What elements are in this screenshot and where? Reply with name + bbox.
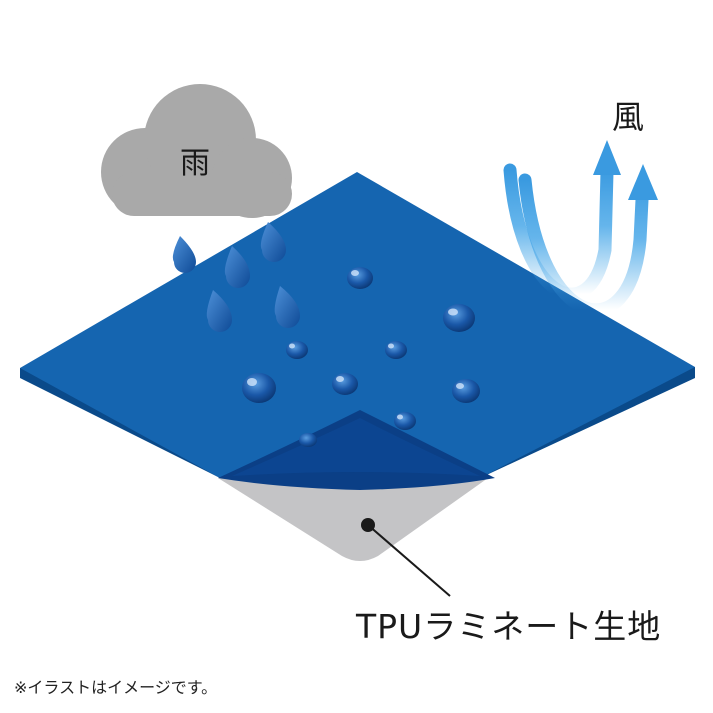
raindrop-icon [206,290,232,332]
tpu-membrane-layer [218,478,488,561]
water-bead [385,341,407,359]
wind-label: 風 [612,98,645,136]
water-beads [242,267,480,447]
water-bead [242,373,276,403]
wind-arrow-icon [518,173,649,317]
water-bead [452,379,480,403]
raindrops [172,222,300,332]
fabric-top-face [20,172,695,478]
rain-cloud-icon [101,84,292,218]
water-bead [299,433,317,447]
raindrop-icon [224,246,250,288]
wind-arrows [503,140,658,317]
water-bead [286,341,308,359]
fabric-label: TPUラミネート生地 [356,607,662,646]
water-bead [332,373,358,395]
water-bead [394,412,416,430]
pointer-leader-line [367,524,451,597]
raindrop-icon [260,222,286,262]
image-disclaimer: ※イラストはイメージです。 [14,678,218,697]
peeled-fabric-highlight [232,418,480,476]
raindrop-icon [172,236,196,273]
water-bead [347,267,373,289]
water-bead [443,304,475,332]
raindrop-icon [274,286,300,328]
rain-label: 雨 [180,146,210,181]
